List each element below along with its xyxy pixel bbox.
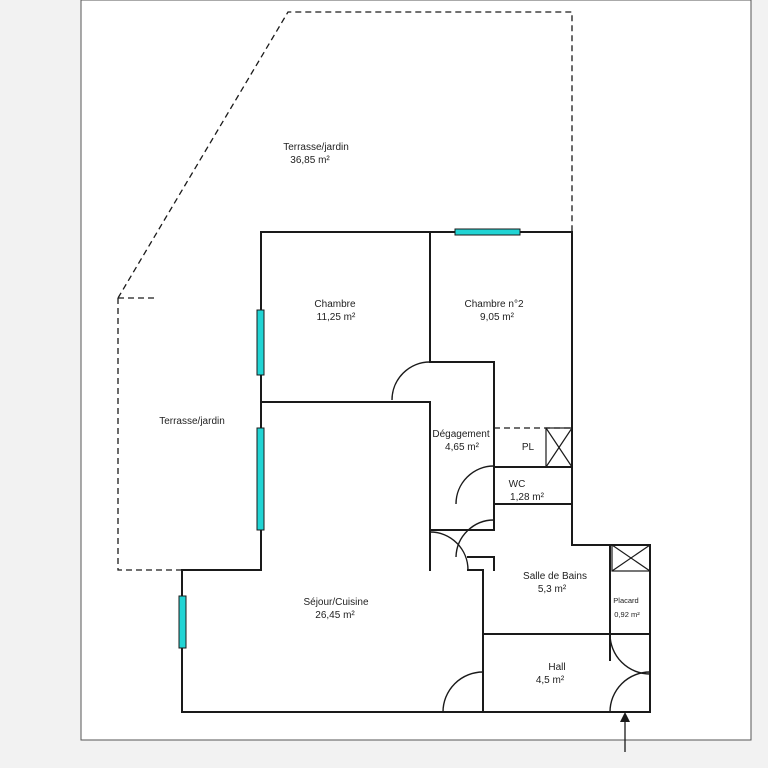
plan-sheet [80,0,752,741]
room-area-chambre2: 9,05 m² [480,312,515,323]
room-name-chambre: Chambre [314,299,356,310]
room-name-terrasse-top: Terrasse/jardin [283,142,349,153]
door-hall [442,671,484,713]
room-name-pl: PL [522,442,535,453]
window [178,595,187,649]
room-name-chambre2: Chambre n°2 [464,299,523,310]
room-area-degagement: 4,65 m² [445,442,480,453]
arrow-up-icon [620,712,630,752]
room-name-hall: Hall [548,662,565,673]
cross-box-icon [545,427,573,468]
room-name-placard: Placard [613,596,638,605]
room-name-wc: WC [509,479,526,490]
door-chambre [391,361,431,401]
window [454,228,521,236]
door-sejour [429,531,469,571]
terrace-outline-top [117,11,573,299]
door-wc [455,465,495,505]
room-area-salle-de-bains: 5,3 m² [538,584,567,595]
room-area-chambre: 11,25 m² [317,312,356,323]
door-placard [609,633,651,675]
room-area-placard: 0,92 m² [614,610,640,619]
room-name-terrasse-left: Terrasse/jardin [159,416,225,427]
window [256,309,265,376]
room-area-hall: 4,5 m² [536,675,565,686]
room-area-wc: 1,28 m² [510,492,545,503]
terrace-outline-left [117,297,182,571]
room-name-sejour: Séjour/Cuisine [303,597,368,608]
room-area-terrasse-top: 36,85 m² [290,155,330,166]
door-entrance [609,660,651,713]
cross-box-icon [611,544,651,572]
window [256,427,265,531]
room-name-salle-de-bains: Salle de Bains [523,571,587,582]
door-salle-de-bains [455,519,495,558]
room-name-degagement: Dégagement [432,429,489,440]
room-area-sejour: 26,45 m² [315,610,355,621]
